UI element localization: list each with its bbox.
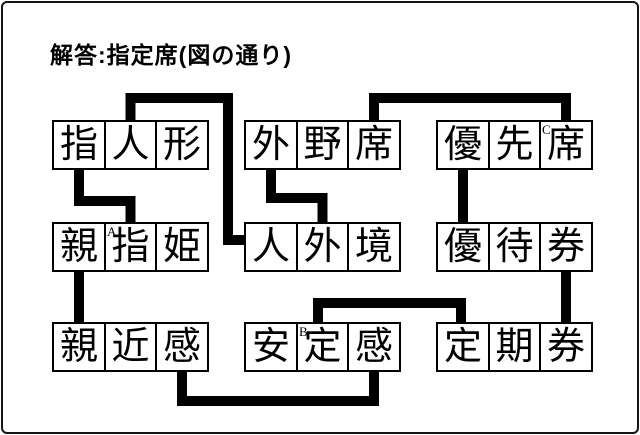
grid-cell: 席	[539, 120, 593, 170]
word-box-yubiningyou: 指 人 形	[52, 120, 209, 170]
grid-cell: 定	[436, 322, 490, 372]
grid-cell: 外	[244, 120, 298, 170]
grid-cell: 先	[487, 120, 542, 170]
grid-cell: 定	[295, 322, 350, 372]
connector-tei-tei	[313, 298, 466, 326]
grid-cell: 席	[347, 120, 401, 170]
word-box-shinkinkan: 親 近 感	[52, 322, 209, 372]
grid-cell: 形	[155, 120, 209, 170]
connector-gai-gai	[266, 166, 328, 226]
grid-cell: 安	[244, 322, 298, 372]
grid-cell: 人	[244, 222, 298, 272]
grid-cell: 境	[347, 222, 401, 272]
word-box-jingaikyou: 人 外 境	[244, 222, 401, 272]
word-box-oyayubihime: 親 指 姫	[52, 222, 209, 272]
word-box-anteikan: 安 定 感	[244, 322, 401, 372]
connector-seki-seki	[369, 93, 571, 125]
grid-cell: 優	[436, 120, 490, 170]
answer-mark-c: C	[542, 122, 551, 137]
grid-cell: 指	[103, 222, 158, 272]
grid-cell: 親	[52, 322, 106, 372]
word-box-teikiken: 定 期 券	[436, 322, 593, 372]
grid-cell: 期	[487, 322, 542, 372]
grid-cell: 野	[295, 120, 350, 170]
grid-cell: 指	[52, 120, 106, 170]
answer-mark-a: A	[107, 224, 117, 239]
page-title: 解答:指定席(図の通り)	[50, 42, 292, 68]
grid-cell: 外	[295, 222, 350, 272]
grid-cell: 姫	[155, 222, 209, 272]
answer-mark-b: B	[299, 324, 308, 339]
connector-yubi-yubi	[74, 166, 136, 226]
connector-hito-hito	[125, 93, 247, 245]
connector-kan-kan	[177, 368, 379, 406]
word-box-yuutaiken: 優 待 券	[436, 222, 593, 272]
grid-cell: 券	[539, 322, 593, 372]
grid-cell: 優	[436, 222, 490, 272]
word-box-yuusenseki: 優 先 席	[436, 120, 593, 170]
grid-cell: 待	[487, 222, 542, 272]
word-box-gaiyaseki: 外 野 席	[244, 120, 401, 170]
grid-cell: 券	[539, 222, 593, 272]
grid-cell: 近	[103, 322, 158, 372]
grid-cell: 感	[155, 322, 209, 372]
grid-cell: 感	[347, 322, 401, 372]
grid-cell: 人	[103, 120, 158, 170]
grid-cell: 親	[52, 222, 106, 272]
